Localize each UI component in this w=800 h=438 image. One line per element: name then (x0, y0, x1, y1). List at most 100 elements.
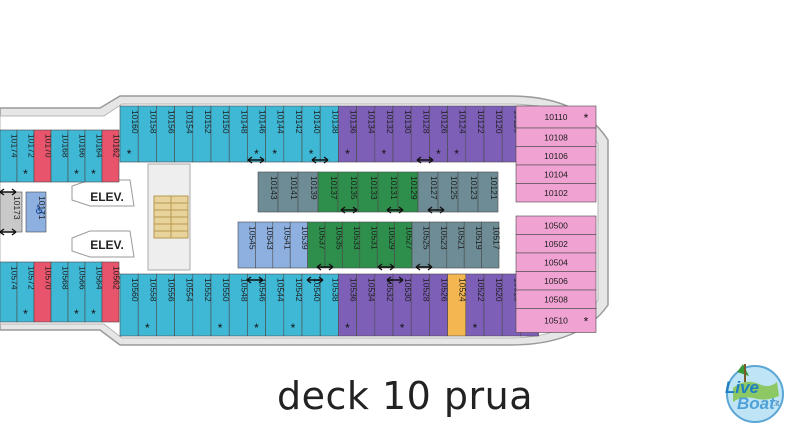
cabin-10564[interactable]: 10564* (84, 261, 105, 323)
cabin-10144[interactable]: 10144* (265, 105, 286, 163)
cabin-10122[interactable]: 10122 (465, 105, 486, 163)
cabin-10125[interactable]: 10125 (437, 171, 459, 213)
cabin-10535[interactable]: 10535 (324, 221, 345, 269)
cabin-10533[interactable]: 10533 (342, 221, 362, 269)
cabin-10523[interactable]: 10523 (429, 221, 449, 269)
cabin-10139[interactable]: 10139 (297, 171, 319, 213)
cabin-10142[interactable]: 10142 (283, 105, 304, 163)
cabin-10529[interactable]: 10529 (376, 221, 397, 269)
cabin-10136[interactable]: 10136* (338, 105, 359, 163)
cabin-10541[interactable]: 10541 (272, 221, 293, 269)
cabin-10138[interactable]: 10138 (319, 105, 340, 163)
cabin-10542[interactable]: 10542* (283, 273, 304, 337)
cabin-10131[interactable]: 10131 (377, 171, 399, 213)
cabin-10500[interactable]: 10500 (515, 215, 597, 235)
cabin-10135[interactable]: 10135 (337, 171, 359, 213)
cabin-10530[interactable]: 10530* (392, 273, 413, 337)
cabin-10544[interactable]: 10544 (265, 273, 286, 337)
cabin-10168[interactable]: 10168 (50, 129, 71, 183)
cabin-10129[interactable]: 10129 (397, 171, 419, 213)
cabin-10156[interactable]: 10156 (156, 105, 177, 163)
cabin-10104[interactable]: 10104 (515, 164, 597, 184)
cabin-10506[interactable]: 10506 (515, 271, 597, 291)
cabin-10527[interactable]: 10527 (394, 221, 415, 269)
cabin-10154[interactable]: 10154 (174, 105, 195, 163)
cabin-10108[interactable]: 10108 (515, 127, 597, 147)
cabin-10525[interactable]: 10525 (411, 221, 432, 269)
cabin-10148[interactable]: 10148 (228, 105, 249, 163)
cabin-10128[interactable]: 10128 (410, 105, 431, 163)
cabin-10504[interactable]: 10504 (515, 252, 597, 272)
cabin-10538[interactable]: 10538 (319, 273, 340, 337)
cabin-10572[interactable]: 10572* (16, 261, 37, 323)
cabin-10519[interactable]: 10519 (463, 221, 484, 269)
cabin-10123[interactable]: 10123 (457, 171, 479, 213)
cabin-10173[interactable]: 10173 (0, 191, 23, 233)
cabin-10140[interactable]: 10140* (301, 105, 322, 163)
cabin-10124[interactable]: 10124* (447, 105, 468, 163)
cabin-10164[interactable]: 10164* (84, 129, 105, 183)
cabin-10162[interactable]: 10162 (101, 129, 122, 183)
cabin-number: 10126 (440, 110, 450, 134)
cabin-10560[interactable]: 10560 (119, 273, 140, 337)
cabin-10174[interactable]: 10174 (0, 129, 20, 183)
cabin-10546[interactable]: 10546* (247, 273, 268, 337)
cabin-10528[interactable]: 10528 (410, 273, 431, 337)
cabin-10152[interactable]: 10152 (192, 105, 213, 163)
cabin-10137[interactable]: 10137 (317, 171, 339, 213)
cabin-10531[interactable]: 10531 (359, 221, 380, 269)
cabin-10536[interactable]: 10536* (338, 273, 359, 337)
cabin-10545[interactable]: 10545 (237, 221, 258, 269)
livebaot-logo[interactable]: Live Boat .it (715, 356, 795, 428)
cabin-10102[interactable]: 10102 (515, 183, 597, 203)
cabin-10502[interactable]: 10502 (515, 234, 597, 254)
cabin-10558[interactable]: 10558* (137, 273, 158, 337)
cabin-10554[interactable]: 10554 (174, 273, 195, 337)
cabin-10570[interactable]: 10570 (33, 261, 54, 323)
cabin-10566[interactable]: 10566* (67, 261, 88, 323)
cabin-10508[interactable]: 10508 (515, 289, 597, 309)
cabin-10520[interactable]: 10520 (483, 273, 504, 337)
cabin-10556[interactable]: 10556 (156, 273, 177, 337)
cabin-10540[interactable]: 10540 (301, 273, 322, 337)
cabin-10134[interactable]: 10134 (356, 105, 377, 163)
cabin-10121[interactable]: 10121 (477, 171, 499, 213)
cabin-10160[interactable]: 10160* (119, 105, 140, 163)
cabin-10146[interactable]: 10146* (247, 105, 268, 163)
cabin-10110[interactable]: 10110* (515, 105, 597, 129)
cabin-10534[interactable]: 10534 (356, 273, 377, 337)
cabin-10132[interactable]: 10132* (374, 105, 395, 163)
cabin-10130[interactable]: 10130 (392, 105, 413, 163)
cabin-10526[interactable]: 10526 (429, 273, 450, 337)
cabin-10524[interactable]: 10524 (447, 273, 468, 337)
cabin-10158[interactable]: 10158 (137, 105, 158, 163)
cabin-10172[interactable]: 10172* (16, 129, 37, 183)
cabin-number: 10502 (544, 239, 568, 249)
cabin-10133[interactable]: 10133 (357, 171, 379, 213)
cabin-10127[interactable]: 10127 (417, 171, 439, 213)
cabin-10517[interactable]: 10517 (481, 221, 502, 269)
cabin-10532[interactable]: 10532 (374, 273, 395, 337)
cabin-10522[interactable]: 10522* (465, 273, 486, 337)
cabin-10510[interactable]: 10510* (515, 308, 597, 333)
cabin-number: 10148 (239, 110, 249, 134)
cabin-10568[interactable]: 10568 (50, 261, 71, 323)
cabin-10120[interactable]: 10120 (483, 105, 504, 163)
cabin-10521[interactable]: 10521 (446, 221, 467, 269)
cabin-10106[interactable]: 10106 (515, 146, 597, 166)
cabin-10552[interactable]: 10552 (192, 273, 213, 337)
cabin-10562[interactable]: 10562 (101, 261, 122, 323)
cabin-10171[interactable]: 10171 (25, 191, 47, 233)
cabin-10166[interactable]: 10166* (67, 129, 88, 183)
cabin-10548[interactable]: 10548 (228, 273, 249, 337)
cabin-10550[interactable]: 10550* (210, 273, 231, 337)
cabin-10543[interactable]: 10543 (255, 221, 275, 269)
cabin-10537[interactable]: 10537 (307, 221, 328, 269)
cabin-10539[interactable]: 10539 (289, 221, 310, 269)
cabin-10143[interactable]: 10143 (257, 171, 279, 213)
cabin-10150[interactable]: 10150 (210, 105, 231, 163)
cabin-10574[interactable]: 10574 (0, 261, 20, 323)
cabin-10126[interactable]: 10126* (429, 105, 450, 163)
cabin-10170[interactable]: 10170 (33, 129, 54, 183)
cabin-10141[interactable]: 10141 (277, 171, 299, 213)
